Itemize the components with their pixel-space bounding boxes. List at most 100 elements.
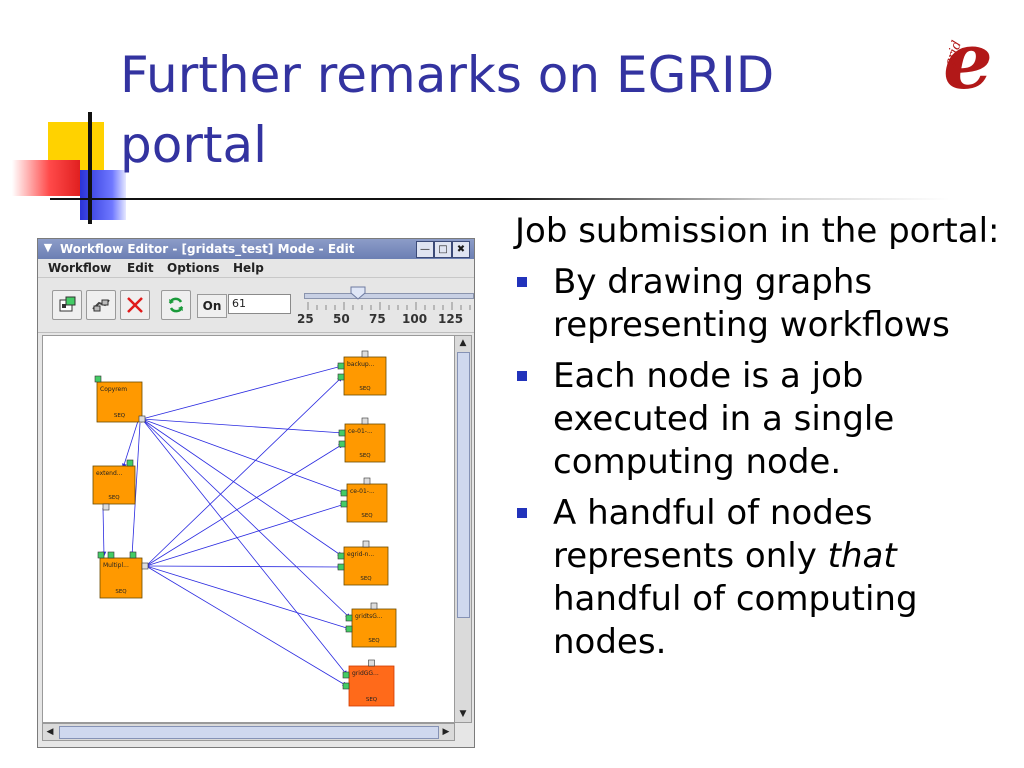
node-port[interactable] — [340, 500, 348, 508]
node-port[interactable] — [141, 562, 149, 570]
toolbar: On 61 25 50 75 100 125 — [38, 278, 474, 333]
zoom-field[interactable]: 61 — [228, 294, 291, 314]
node-port[interactable] — [362, 540, 370, 548]
workflow-node-ce01b[interactable]: ce-01-...SEQ — [340, 477, 388, 523]
delete-button[interactable] — [120, 290, 150, 320]
bullet-text: A handful of nodes represents only — [553, 493, 873, 576]
node-label: gridtsG... — [355, 613, 383, 620]
slide-title: Further remarks on EGRID portal — [120, 46, 775, 174]
workflow-node-egrid[interactable]: egrid-n...SEQ — [337, 540, 389, 586]
horizontal-scroll-thumb[interactable] — [59, 726, 439, 739]
minimize-icon[interactable]: — — [416, 241, 434, 258]
node-port[interactable] — [345, 625, 353, 633]
zoom-slider-thumb[interactable] — [350, 286, 366, 300]
menu-options[interactable]: Options — [167, 261, 220, 275]
workflow-node-gridgg[interactable]: gridGG...SEQ — [342, 659, 395, 707]
workflow-edge — [145, 565, 348, 687]
node-port[interactable] — [342, 682, 350, 690]
node-port[interactable] — [97, 551, 105, 559]
refresh-icon — [168, 297, 184, 313]
zoom-slider-track[interactable] — [304, 293, 474, 299]
workflow-node-extend[interactable]: extend...SEQ — [92, 459, 136, 511]
node-box[interactable] — [99, 557, 143, 599]
workflow-edge — [141, 418, 348, 676]
on-toggle-button[interactable]: On — [197, 294, 227, 318]
bullet-emphasis: that — [827, 536, 897, 576]
node-port[interactable] — [340, 489, 348, 497]
node-label: ce-01-... — [350, 488, 375, 495]
bullet-list: By drawing graphs representing workflows… — [515, 261, 1005, 664]
bullet-text: Each node is a job executed in a single … — [553, 356, 895, 482]
bullet-item: By drawing graphs representing workflows — [515, 261, 1005, 347]
vertical-scroll-thumb[interactable] — [457, 352, 470, 618]
node-box[interactable] — [96, 381, 143, 423]
node-tag: SEQ — [114, 413, 126, 419]
decor-blue-square — [80, 170, 126, 220]
add-job-button[interactable] — [52, 290, 82, 320]
node-port[interactable] — [107, 551, 115, 559]
node-port[interactable] — [370, 602, 378, 610]
bullet-marker — [517, 277, 527, 287]
node-port[interactable] — [102, 503, 110, 511]
node-port[interactable] — [129, 551, 137, 559]
slider-ticks — [307, 302, 471, 310]
edge-layer — [101, 364, 351, 687]
node-box[interactable] — [343, 546, 389, 586]
node-port[interactable] — [363, 477, 371, 485]
node-tag: SEQ — [359, 453, 371, 459]
node-port[interactable] — [368, 659, 375, 667]
node-port[interactable] — [337, 373, 345, 381]
workflow-edge — [122, 420, 139, 469]
bullet-item: Each node is a job executed in a single … — [515, 355, 1005, 484]
node-box[interactable] — [351, 608, 397, 648]
workflow-edge — [145, 443, 344, 567]
workflow-node-gridts[interactable]: gridtsG...SEQ — [345, 602, 397, 648]
node-port[interactable] — [337, 552, 345, 560]
scroll-down-icon[interactable]: ▼ — [459, 709, 467, 719]
scroll-right-icon[interactable]: ▶ — [442, 727, 450, 737]
menu-workflow[interactable]: Workflow — [48, 261, 112, 275]
connect-button[interactable] — [86, 290, 116, 320]
workflow-edge — [141, 418, 344, 436]
node-port[interactable] — [361, 417, 369, 425]
node-box[interactable] — [344, 423, 386, 463]
workflow-edge — [129, 422, 141, 557]
node-port[interactable] — [338, 429, 346, 437]
menu-icon[interactable]: ▼ — [43, 241, 53, 254]
node-port[interactable] — [361, 350, 369, 358]
node-port[interactable] — [345, 614, 353, 622]
menubar: Workflow Edit Options Help — [38, 259, 474, 278]
workflow-node-multipl[interactable]: Multipl...SEQ — [97, 551, 149, 599]
node-port[interactable] — [126, 459, 134, 467]
decor-vertical-line — [88, 112, 92, 224]
node-port[interactable] — [337, 362, 345, 370]
slider-label: 125 — [438, 312, 464, 326]
scroll-up-icon[interactable]: ▲ — [459, 338, 467, 348]
intro-text: Job submission in the portal: — [515, 211, 1000, 251]
workflow-node-backup[interactable]: backup...SEQ — [337, 350, 387, 396]
node-port[interactable] — [337, 563, 345, 571]
node-box[interactable] — [346, 483, 388, 523]
node-port[interactable] — [342, 671, 350, 679]
node-label: egrid-n... — [347, 551, 374, 558]
refresh-button[interactable] — [161, 290, 191, 320]
workflow-node-ce01a[interactable]: ce-01-...SEQ — [338, 417, 386, 463]
node-port[interactable] — [138, 415, 146, 423]
menu-edit[interactable]: Edit — [127, 261, 154, 275]
vertical-scrollbar[interactable]: ▲ ▼ — [454, 335, 472, 723]
close-icon[interactable]: ✖ — [452, 241, 470, 258]
egrid-logo: e grid — [942, 22, 993, 102]
node-port[interactable] — [338, 440, 346, 448]
slider-label: 75 — [369, 312, 386, 326]
scroll-left-icon[interactable]: ◀ — [46, 727, 54, 737]
node-port[interactable] — [94, 375, 102, 383]
maximize-icon[interactable]: □ — [434, 241, 452, 258]
node-box[interactable] — [92, 465, 136, 505]
horizontal-scrollbar[interactable]: ◀ ▶ — [42, 723, 455, 741]
connect-icon — [92, 299, 110, 312]
add-job-icon — [59, 296, 76, 312]
menu-help[interactable]: Help — [233, 261, 264, 275]
window-titlebar[interactable]: ▼ Workflow Editor - [gridats_test] Mode … — [38, 239, 474, 259]
